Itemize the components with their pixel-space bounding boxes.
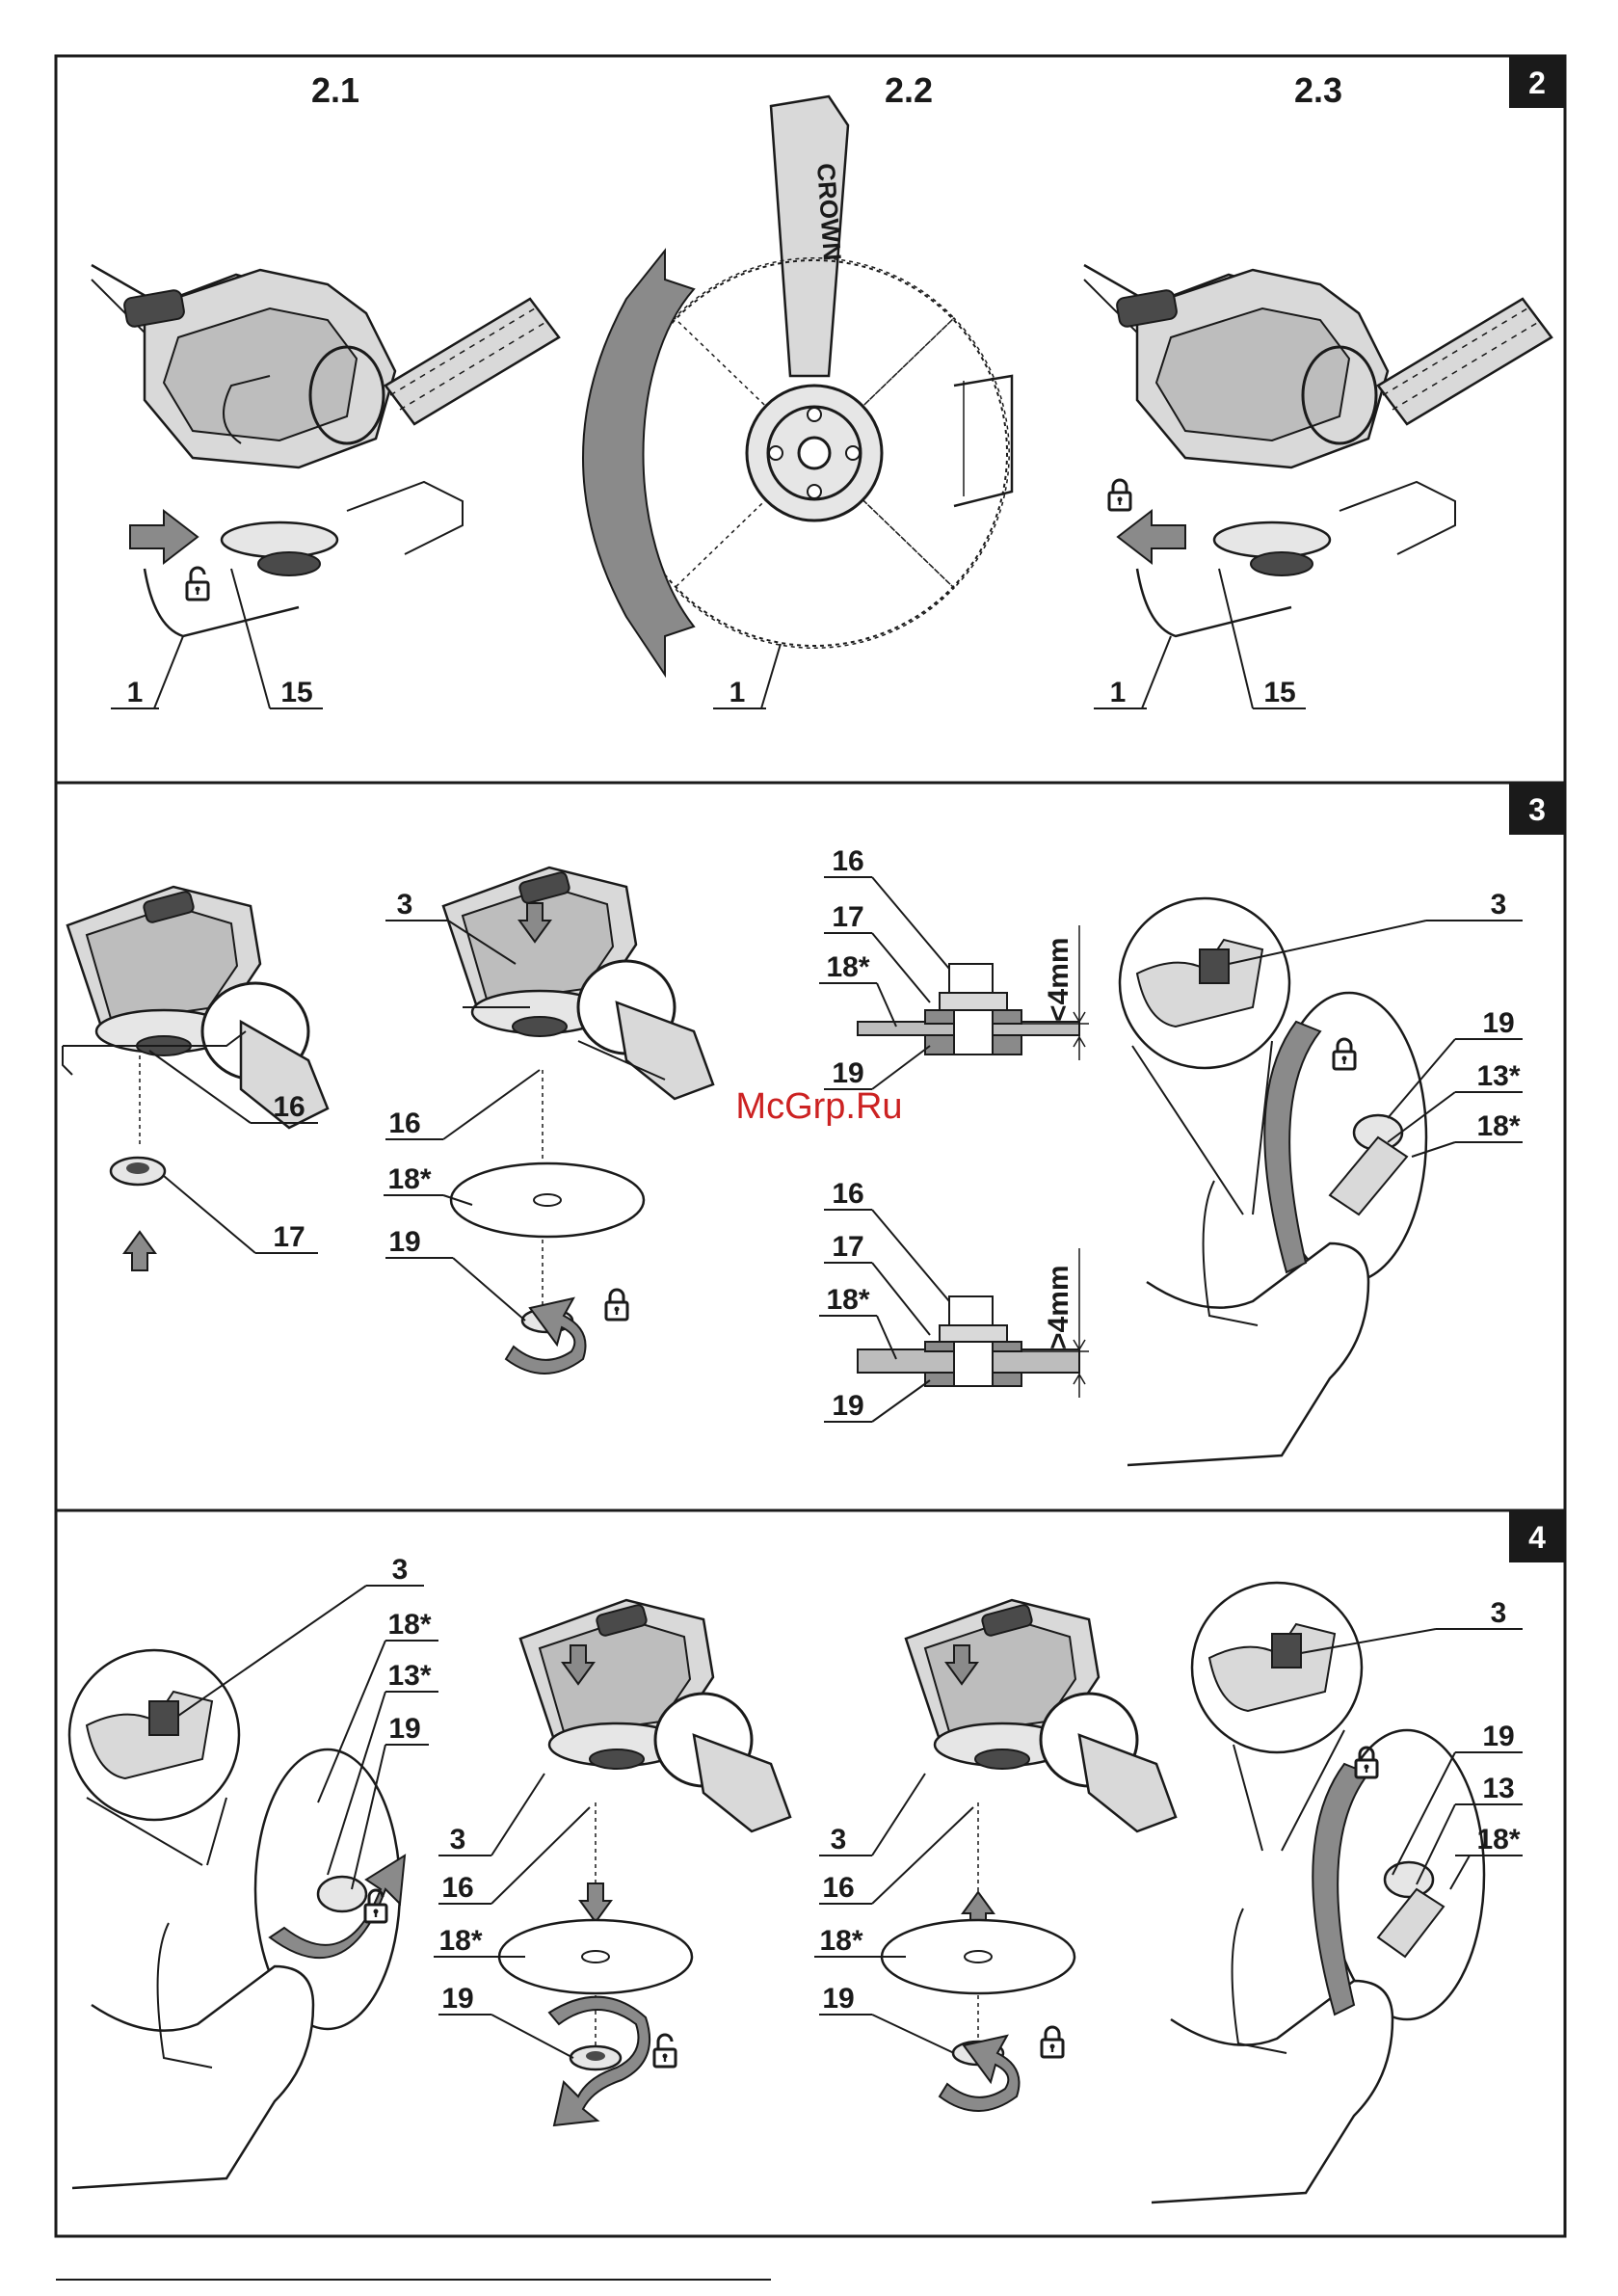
hand-wrench-3e [1127, 993, 1426, 1465]
svg-text:4: 4 [1528, 1520, 1546, 1555]
grinder-illustration-2-3 [1084, 265, 1552, 636]
svg-text:2: 2 [1528, 66, 1546, 100]
svg-text:16: 16 [832, 845, 863, 877]
callout-2-3-1: 1 [1094, 636, 1171, 708]
svg-text:3: 3 [392, 1554, 409, 1586]
svg-text:18*: 18* [826, 951, 869, 983]
svg-text:16: 16 [388, 1108, 420, 1139]
detail-inset-4a [69, 1650, 239, 1865]
svg-text:13*: 13* [1476, 1060, 1520, 1092]
wrench-illustration-2-2: CROWN [771, 96, 848, 376]
grinder-illustration-2-1 [92, 265, 559, 636]
rotate-arrow-2-2 [583, 251, 694, 675]
section-badge-4: 4 [1509, 1510, 1565, 1562]
callout-3d-18: 18* [819, 1284, 896, 1359]
svg-text:17: 17 [832, 1231, 863, 1263]
detail-inset-3e [1120, 898, 1289, 1215]
svg-text:3: 3 [831, 1824, 847, 1855]
svg-text:15: 15 [1263, 677, 1295, 708]
lock-icon-3b [606, 1290, 627, 1320]
svg-text:3: 3 [1528, 792, 1546, 827]
screw-arrow-3b [506, 1298, 586, 1374]
svg-text:16: 16 [273, 1091, 305, 1123]
callout-4b-19: 19 [438, 1983, 573, 2058]
svg-text:18*: 18* [1476, 1110, 1520, 1142]
disc-3b [451, 1163, 644, 1237]
svg-text:19: 19 [388, 1713, 420, 1745]
pull-arrow-2-3 [1118, 511, 1185, 563]
svg-text:18*: 18* [826, 1284, 869, 1316]
callout-2-3-15: 15 [1219, 569, 1306, 708]
grinder-illustration-4b [520, 1600, 790, 1831]
svg-text:17: 17 [273, 1221, 305, 1253]
grinder-illustration-4c [906, 1600, 1176, 1831]
watermark-text: McGrp.Ru [735, 1086, 902, 1127]
disc-4c [882, 1920, 1074, 1993]
section-badge-3: 3 [1509, 783, 1565, 835]
unlock-icon-4b [654, 2035, 676, 2067]
callout-3d-17: 17 [824, 1231, 930, 1335]
svg-text:1: 1 [729, 677, 746, 708]
panel-title-2-2: 2.2 [885, 70, 933, 110]
dimension-label-thick: >4mm [1043, 1265, 1074, 1349]
svg-text:16: 16 [822, 1872, 854, 1904]
svg-text:19: 19 [1482, 1721, 1514, 1752]
flange-nut-2-2 [747, 386, 882, 521]
svg-text:18*: 18* [819, 1925, 862, 1957]
svg-text:19: 19 [832, 1390, 863, 1422]
svg-text:3: 3 [397, 889, 413, 921]
disc-4b [499, 1920, 692, 1993]
flange-3a [111, 1158, 165, 1185]
flange-nut-4b [570, 2046, 621, 2069]
callout-4b-3: 3 [438, 1774, 544, 1855]
callout-4c-3: 3 [819, 1774, 925, 1855]
svg-text:19: 19 [822, 1983, 854, 2015]
grinder-illustration-3b [443, 868, 713, 1099]
callout-2-2-1: 1 [713, 644, 781, 708]
callout-3a-17: 17 [164, 1176, 318, 1253]
unlock-icon-2-1 [187, 568, 208, 600]
svg-text:18*: 18* [1476, 1824, 1520, 1855]
callout-3e-18: 18* [1412, 1110, 1523, 1157]
hand-wrench-4d [1152, 1730, 1484, 2203]
screw-arrow-4c [940, 2036, 1020, 2111]
svg-text:1: 1 [127, 677, 144, 708]
svg-text:18*: 18* [438, 1925, 482, 1957]
callout-3b-19: 19 [385, 1226, 525, 1321]
svg-text:19: 19 [388, 1226, 420, 1258]
callout-3c-19: 19 [824, 1046, 930, 1089]
up-arrow-3a [124, 1232, 155, 1270]
callout-3c-18: 18* [819, 951, 896, 1027]
push-arrow-2-1 [130, 511, 198, 563]
svg-text:16: 16 [441, 1872, 473, 1904]
svg-text:19: 19 [832, 1057, 863, 1089]
svg-text:1: 1 [1110, 677, 1127, 708]
svg-text:13*: 13* [387, 1660, 431, 1692]
svg-text:18*: 18* [387, 1163, 431, 1195]
svg-text:16: 16 [832, 1178, 863, 1210]
hand-wrench-4a [72, 1749, 405, 2188]
section-badge-2: 2 [1509, 56, 1565, 108]
svg-text:3: 3 [1491, 1597, 1507, 1629]
svg-text:19: 19 [441, 1983, 473, 2015]
callout-3b-16: 16 [385, 1070, 540, 1139]
lock-icon-2-3 [1109, 480, 1130, 510]
svg-text:19: 19 [1482, 1007, 1514, 1039]
callout-2-1-15: 15 [231, 569, 323, 708]
dimension-label-thin: <4mm [1043, 937, 1074, 1022]
lock-icon-4c [1042, 2027, 1063, 2057]
svg-text:13: 13 [1482, 1773, 1514, 1804]
callout-4c-19: 19 [819, 1983, 954, 2053]
callout-3d-19: 19 [824, 1380, 930, 1422]
down-arrow-4b [580, 1883, 611, 1922]
svg-text:17: 17 [832, 901, 863, 933]
panel-title-2-3: 2.3 [1294, 70, 1342, 110]
panel-title-2-1: 2.1 [311, 70, 359, 110]
svg-text:15: 15 [280, 677, 312, 708]
svg-text:3: 3 [450, 1824, 466, 1855]
callout-2-1-1: 1 [111, 636, 183, 708]
svg-text:3: 3 [1491, 889, 1507, 921]
svg-text:18*: 18* [387, 1609, 431, 1641]
